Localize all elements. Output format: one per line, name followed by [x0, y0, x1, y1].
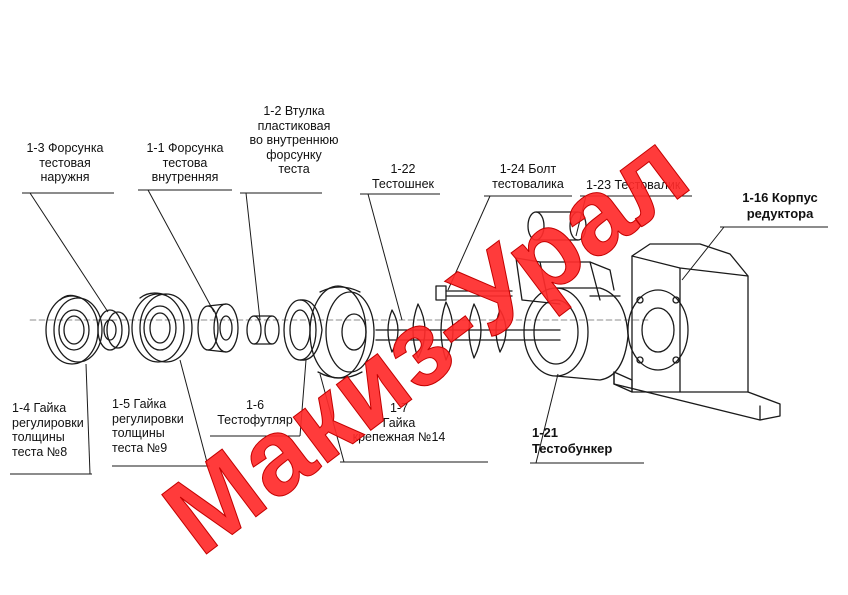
bushing-1-2-part — [246, 315, 280, 345]
auger-1-22-part — [375, 301, 561, 361]
case-1-6-part — [283, 299, 323, 361]
gearbox-1-16-part — [613, 243, 781, 421]
label-1-23: 1-23 Тестовалик — [586, 178, 681, 192]
nut-1-4-part — [45, 294, 103, 365]
label-1-5: 1-5 Гайка регулировки толщины теста №9 — [112, 397, 184, 455]
label-1-4: 1-4 Гайка регулировки толщины теста №8 — [12, 401, 84, 459]
label-1-3: 1-3 Форсунка тестовая наружня — [26, 141, 104, 184]
bolt-1-24-part — [435, 285, 513, 301]
leader-lines — [10, 189, 828, 475]
hopper-1-21-part — [515, 257, 629, 381]
label-1-2: 1-2 Втулка пластиковая во внутреннюю фор… — [249, 104, 339, 176]
nozzle-1-3-part — [97, 309, 130, 351]
label-1-24: 1-24 Болт тестовалика — [492, 162, 564, 191]
nozzle-1-1-part — [197, 303, 239, 353]
label-1-6: 1-6 Тестофутляр — [217, 398, 293, 427]
roller-1-23-part — [527, 211, 587, 241]
label-1-21: 1-21 Тестобункер — [532, 425, 613, 456]
label-1-7: 1-7 Гайка крепежная №14 — [352, 401, 446, 444]
label-1-22: 1-22 Тестошнек — [371, 162, 435, 191]
label-1-1: 1-1 Форсунка тестова внутренняя — [146, 141, 224, 184]
label-1-16: 1-16 Корпус редуктора — [742, 190, 818, 221]
nut-1-7-part — [309, 285, 375, 379]
nut-1-5-part — [131, 292, 193, 363]
